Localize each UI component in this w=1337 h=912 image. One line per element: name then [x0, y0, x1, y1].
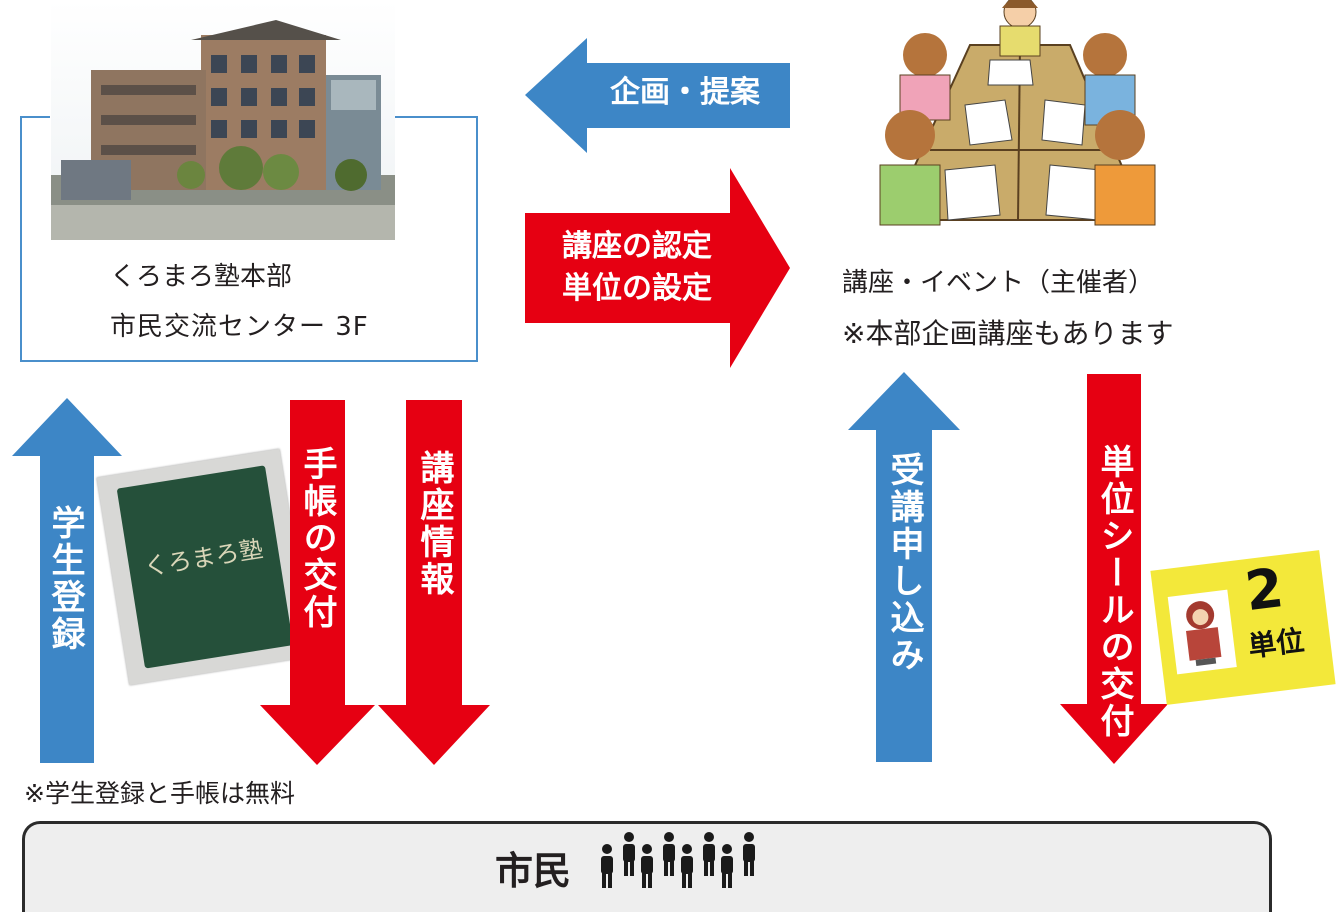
- meeting-illustration: [879, 0, 1156, 226]
- enrollment-label: 受講申し込み: [884, 452, 924, 674]
- credit-number: 2: [1241, 556, 1287, 624]
- hq-box-top-left: [20, 116, 50, 118]
- building-photo: [51, 0, 395, 240]
- course-info-arrow: [378, 400, 490, 765]
- credit-sticker-arrow: [1060, 374, 1168, 764]
- hq-box: [20, 116, 478, 362]
- people-icon: [601, 832, 755, 888]
- notebook-issue-label: 手帳の交付: [297, 446, 337, 631]
- credit-sticker-label: 単位シールの交付: [1094, 444, 1134, 740]
- hq-name: くろまろ塾本部: [110, 262, 293, 292]
- certification-arrow: [525, 168, 790, 368]
- credit-unit: 単位: [1246, 623, 1307, 664]
- proposal-arrow: [525, 38, 790, 153]
- proposal-label: 企画・提案: [610, 75, 760, 110]
- hq-box-top-right: [395, 116, 478, 118]
- free-note: ※学生登録と手帳は無料: [24, 779, 295, 808]
- organizer-note: ※本部企画講座もあります: [842, 317, 1174, 350]
- student-registration-label: 学生登録: [45, 505, 85, 653]
- credit-setting-label: 単位の設定: [562, 271, 712, 306]
- hq-location: 市民交流センター 3F: [110, 312, 369, 342]
- credit-sticker: 2 単位: [1150, 550, 1336, 705]
- student-registration-arrow: [12, 398, 122, 763]
- mascot-icon: [1167, 589, 1237, 675]
- course-info-label: 講座情報: [414, 450, 454, 598]
- notebook-issue-arrow: [260, 400, 375, 765]
- certification-label: 講座の認定: [562, 229, 712, 264]
- enrollment-arrow: [848, 372, 960, 762]
- organizer-name: 講座・イベント（主催者）: [842, 268, 1155, 298]
- citizens-label: 市民: [495, 849, 572, 893]
- notebook-title: くろまろ塾: [142, 534, 266, 582]
